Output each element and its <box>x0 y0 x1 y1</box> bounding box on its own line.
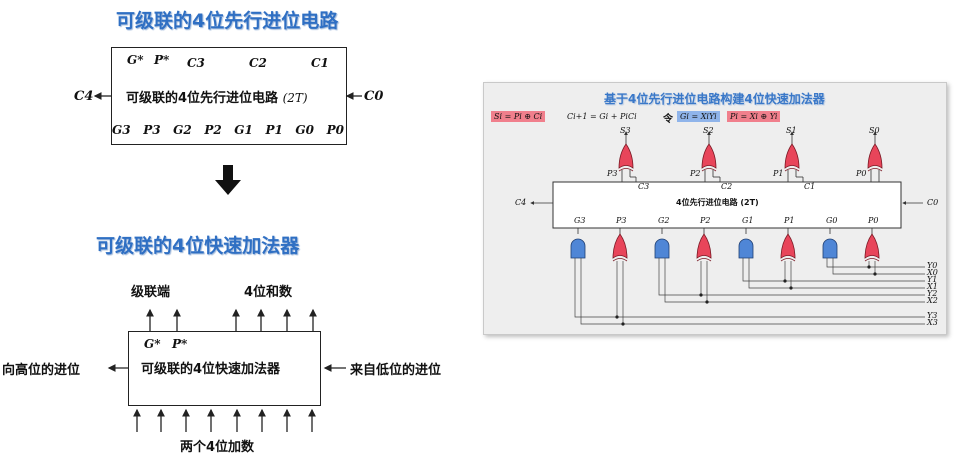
g2-and-gate <box>654 238 670 259</box>
c2-top-label: C2 <box>721 182 733 191</box>
p1-xor-gate <box>780 233 796 262</box>
g0-and-gate <box>822 238 838 259</box>
g3-and-gate <box>570 238 586 259</box>
fast-adder-block <box>128 331 321 406</box>
circuit-diagram <box>530 131 925 326</box>
y0-label: Y0 <box>927 261 938 270</box>
y3-label: Y3 <box>927 311 938 320</box>
s3-label: S3 <box>620 126 631 135</box>
lookahead-block <box>552 181 902 229</box>
panel-title: 基于4位先行进位电路构建4位快速加法器 <box>604 92 825 106</box>
p0-top-label: P0 <box>856 169 867 178</box>
c3-top-label: C3 <box>638 182 650 191</box>
gp-g1: G1 <box>742 216 754 225</box>
s0-label: S0 <box>869 126 880 135</box>
p1-label: P1 <box>265 123 283 137</box>
right-c0-label: C0 <box>927 198 939 207</box>
g1-and-gate <box>738 238 754 259</box>
x0-label: X0 <box>927 268 938 277</box>
p2-label: P2 <box>204 123 222 137</box>
p3-label: P3 <box>143 123 161 137</box>
gp-g3: G3 <box>574 216 586 225</box>
c1-top-label: C1 <box>804 182 816 191</box>
down-arrow-head <box>215 180 241 195</box>
sum-label: 4位和数 <box>244 285 293 300</box>
c4-label: C4 <box>74 89 94 104</box>
fast-adder-title: 可级联的4位快速加法器 <box>96 235 300 257</box>
g-star-label: G* <box>127 53 144 67</box>
g3-label: G3 <box>112 123 131 137</box>
gp-p2: P2 <box>700 216 711 225</box>
sum-xor-gate-3 <box>618 143 634 172</box>
let-label: 令 <box>663 114 673 125</box>
gp-g2: G2 <box>658 216 670 225</box>
p0-label: P0 <box>326 123 344 137</box>
gp-p0: P0 <box>868 216 879 225</box>
sum-xor-gate-2 <box>701 143 717 172</box>
p2-xor-gate <box>696 233 712 262</box>
p2-top-label: P2 <box>690 169 701 178</box>
c0-label: C0 <box>364 89 384 104</box>
adder-g-star: G* <box>144 337 161 351</box>
x1-label: X1 <box>927 282 938 291</box>
y2-label: Y2 <box>927 289 938 298</box>
y1-label: Y1 <box>927 275 938 284</box>
right-c4-label: C4 <box>515 198 527 207</box>
sum-formula: Si = Pi ⊕ Ci <box>491 111 546 122</box>
sum-xor-gate-1 <box>784 143 800 172</box>
g0-label: G0 <box>295 123 315 137</box>
cascade-label: 级联端 <box>131 285 171 300</box>
sum-xor-gate-0 <box>867 143 883 172</box>
x3-label: X3 <box>927 318 938 327</box>
gp-p1: P1 <box>784 216 795 225</box>
p-star-label: P* <box>154 53 170 67</box>
g1-label: G1 <box>234 123 253 137</box>
c1-label: C1 <box>311 56 329 70</box>
bottom-input-row: G3 P3 G2 P2 G1 P1 G0 P0 <box>112 123 344 137</box>
lookahead-label: 4位先行进位电路 (2T) <box>676 198 759 207</box>
carry-lookahead-title: 可级联的4位先行进位电路 <box>116 10 339 32</box>
c3-label: C3 <box>187 56 205 70</box>
carry-lookahead-label: 可级联的4位先行进位电路 (2T) <box>126 91 308 106</box>
generate-formula: Gi = XiYi <box>677 111 720 122</box>
carry-out-label: 向高位的进位 <box>2 363 81 378</box>
carry-in-label: 来自低位的进位 <box>350 363 442 378</box>
fast-adder-label: 可级联的4位快速加法器 <box>141 362 281 377</box>
g2-label: G2 <box>173 123 192 137</box>
down-arrow-shaft <box>223 165 233 181</box>
x2-label: X2 <box>927 296 938 305</box>
c2-label: C2 <box>249 56 267 70</box>
p0-xor-gate <box>864 233 880 262</box>
p3-top-label: P3 <box>607 169 618 178</box>
s2-label: S2 <box>703 126 714 135</box>
p3-xor-gate <box>612 233 628 262</box>
left-wiring <box>93 92 362 432</box>
gp-g0: G0 <box>826 216 838 225</box>
s1-label: S1 <box>786 126 797 135</box>
propagate-formula: Pi = Xi ⊕ Yi <box>727 111 781 122</box>
inputs-label: 两个4位加数 <box>180 440 255 455</box>
p1-top-label: P1 <box>773 169 784 178</box>
adder-p-star: P* <box>172 337 188 351</box>
carry-formula: Ci+1 = Gi + PiCi <box>567 112 637 121</box>
gp-p3: P3 <box>616 216 627 225</box>
